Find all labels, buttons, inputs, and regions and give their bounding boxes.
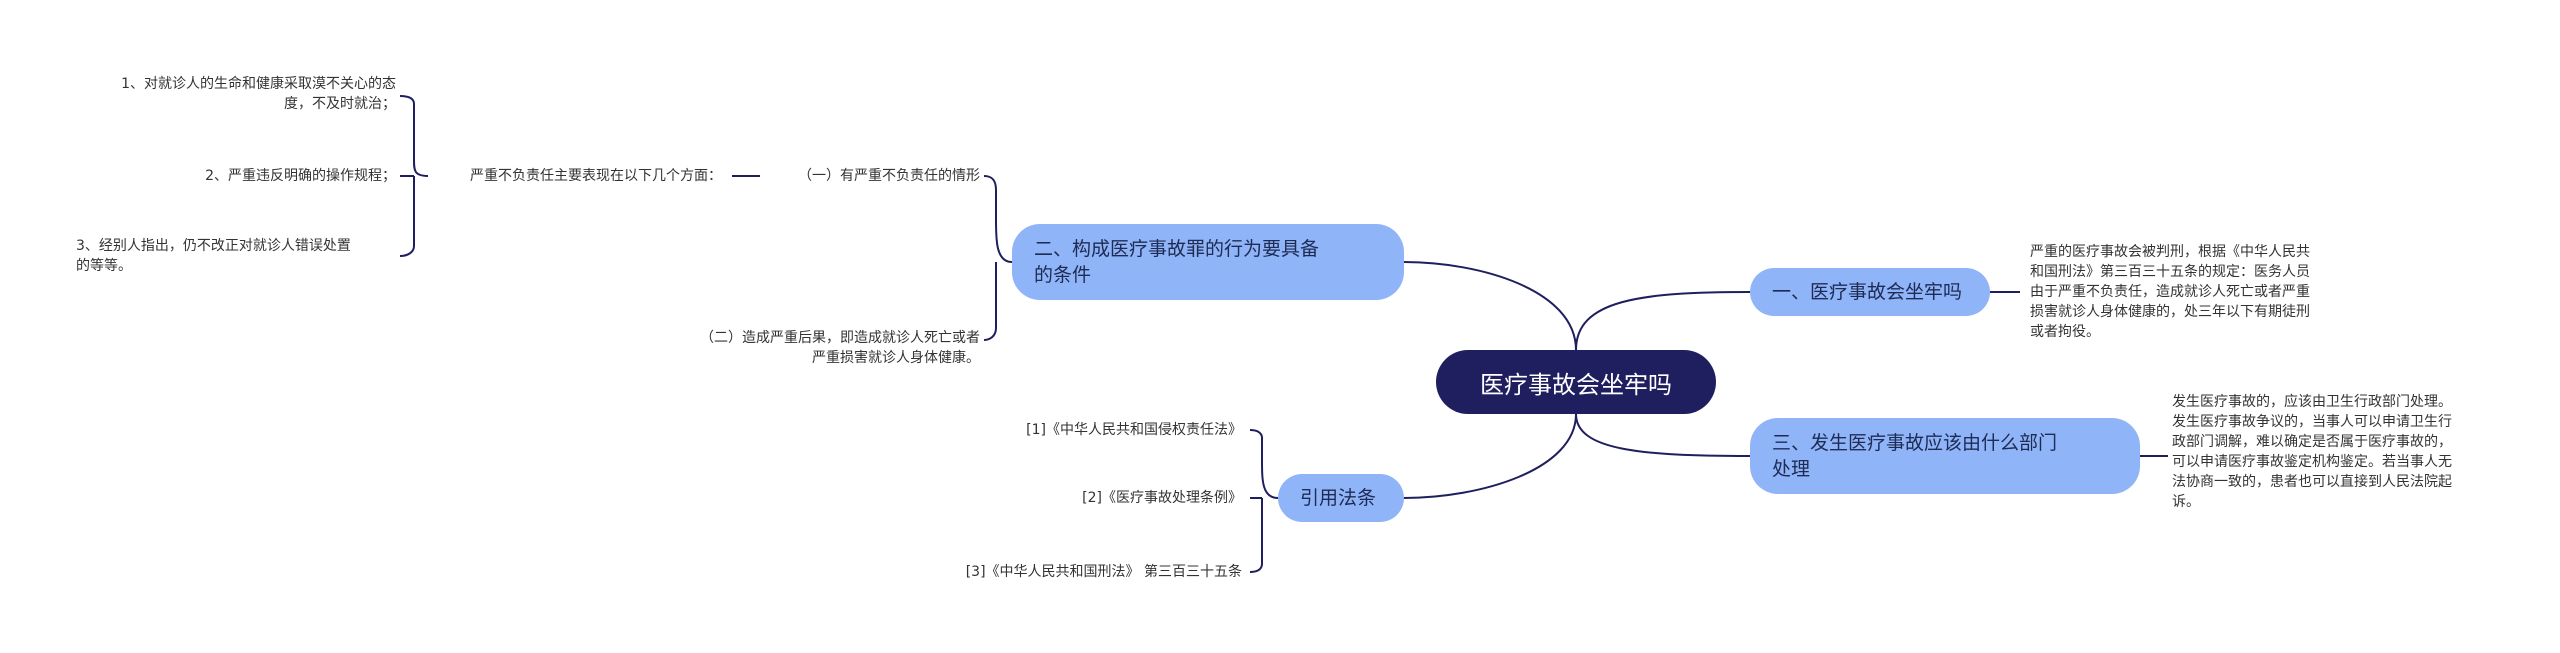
law-ref-2: [2]《医疗事故处理条例》 [1082, 490, 1242, 506]
manifestation-item-3: 3、经别人指出，仍不改正对就诊人错误处置 的等等。 [76, 238, 351, 274]
root-label: 医疗事故会坐牢吗 [1480, 370, 1672, 399]
connector-root-b1 [1575, 291, 1751, 351]
branch-cited-laws-label: 引用法条 [1300, 487, 1377, 509]
law-ref-1: [1]《中华人民共和国侵权责任法》 [1026, 422, 1242, 438]
manifestation-item-2: 2、严重违反明确的操作规程； [205, 168, 396, 184]
law-ref-3: [3]《中华人民共和国刑法》 第三百三十五条 [965, 564, 1242, 580]
branch-sentencing-label: 一、医疗事故会坐牢吗 [1772, 281, 1963, 303]
connector-root-b2 [1403, 261, 1577, 351]
sub-negligence: （一）有严重不负责任的情形 [798, 168, 980, 184]
branch-sentencing[interactable]: 一、医疗事故会坐牢吗 [1750, 268, 1990, 316]
connector-b2-subs [983, 175, 1013, 341]
connector-b4-refs [1249, 429, 1279, 573]
manifestation-item-1: 1、对就诊人的生命和健康采取漠不关心的态 度，不及时就治； [121, 76, 396, 112]
connector-mid-items [399, 95, 429, 257]
connector-root-b4 [1403, 413, 1577, 499]
sentencing-detail: 严重的医疗事故会被判刑，根据《中华人民共 和国刑法》第三百三十五条的规定：医务人… [2030, 244, 2310, 340]
branch-handling-department[interactable]: 三、发生医疗事故应该由什么部门 处理 [1750, 418, 2140, 494]
handling-detail: 发生医疗事故的，应该由卫生行政部门处理。 发生医疗事故争议的，当事人可以申请卫生… [2172, 394, 2452, 510]
connector-root-b3 [1575, 413, 1751, 457]
branch-handling-department-label: 三、发生医疗事故应该由什么部门 处理 [1772, 432, 2058, 480]
branch-crime-conditions-label: 二、构成医疗事故罪的行为要具备 的条件 [1034, 238, 1320, 286]
negligence-manifestations: 严重不负责任主要表现在以下几个方面： [470, 168, 722, 184]
root-node[interactable]: 医疗事故会坐牢吗 [1436, 350, 1716, 414]
branch-crime-conditions[interactable]: 二、构成医疗事故罪的行为要具备 的条件 [1012, 224, 1404, 300]
sub-serious-consequence: （二）造成严重后果，即造成就诊人死亡或者 严重损害就诊人身体健康。 [700, 330, 980, 366]
branch-cited-laws[interactable]: 引用法条 [1278, 474, 1404, 522]
